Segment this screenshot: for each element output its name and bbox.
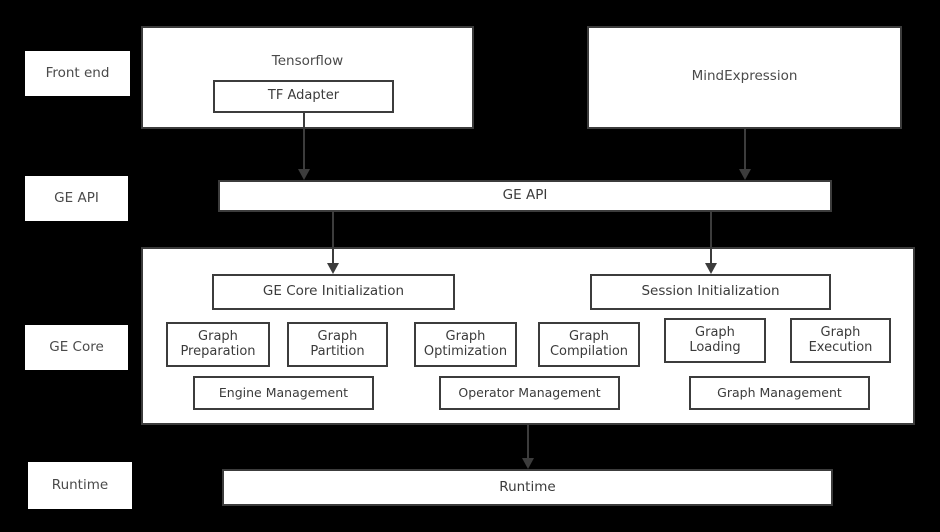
arrow-ge-core-to-runtime <box>522 425 534 469</box>
tier-label-ge-api-text: GE API <box>54 189 99 206</box>
tensorflow-title: Tensorflow <box>271 53 344 69</box>
arrow-mindexpression-to-ge-api <box>739 129 751 180</box>
tier-label-runtime-text: Runtime <box>51 476 109 493</box>
graph-management-label: Graph Management <box>717 384 842 400</box>
tier-label-ge-api: GE API <box>25 176 128 221</box>
engine-management-box[interactable]: Engine Management <box>193 376 374 410</box>
graph-management-box[interactable]: Graph Management <box>689 376 870 410</box>
graph-loading-label: Graph Loading <box>689 324 741 355</box>
ge-core-initialization-box[interactable]: GE Core Initialization <box>212 274 455 310</box>
graph-partition-box[interactable]: Graph Partition <box>287 322 388 367</box>
runtime-bar[interactable]: Runtime <box>222 469 833 506</box>
tier-label-runtime: Runtime <box>28 462 132 509</box>
tier-label-ge-core: GE Core <box>25 325 128 370</box>
graph-compilation-box[interactable]: Graph Compilation <box>538 322 640 367</box>
graph-execution-box[interactable]: Graph Execution <box>790 318 891 363</box>
graph-preparation-label: Graph Preparation <box>180 328 256 359</box>
tier-label-front-end: Front end <box>25 51 130 96</box>
graph-compilation-label: Graph Compilation <box>549 328 629 359</box>
session-initialization-box[interactable]: Session Initialization <box>590 274 831 310</box>
graph-execution-label: Graph Execution <box>808 324 873 355</box>
ge-core-initialization-label: GE Core Initialization <box>262 283 405 300</box>
tf-adapter-label: TF Adapter <box>267 88 340 104</box>
tensorflow-group: Tensorflow <box>141 26 474 129</box>
ge-api-bar-label: GE API <box>502 187 548 204</box>
ge-api-bar[interactable]: GE API <box>218 180 832 212</box>
tier-label-ge-core-text: GE Core <box>49 338 104 355</box>
operator-management-box[interactable]: Operator Management <box>439 376 620 410</box>
tf-adapter-box[interactable]: TF Adapter <box>213 80 394 113</box>
graph-preparation-box[interactable]: Graph Preparation <box>166 322 270 367</box>
runtime-bar-label: Runtime <box>499 478 556 495</box>
session-initialization-label: Session Initialization <box>641 283 780 300</box>
graph-optimization-box[interactable]: Graph Optimization <box>414 322 517 367</box>
engine-management-label: Engine Management <box>218 384 349 400</box>
graph-loading-box[interactable]: Graph Loading <box>664 318 766 363</box>
graph-optimization-label: Graph Optimization <box>423 328 508 359</box>
mindexpression-group: MindExpression <box>587 26 902 129</box>
tier-label-front-end-text: Front end <box>45 64 110 81</box>
graph-partition-label: Graph Partition <box>310 328 365 359</box>
operator-management-label: Operator Management <box>458 384 601 400</box>
mindexpression-title: MindExpression <box>691 68 798 84</box>
